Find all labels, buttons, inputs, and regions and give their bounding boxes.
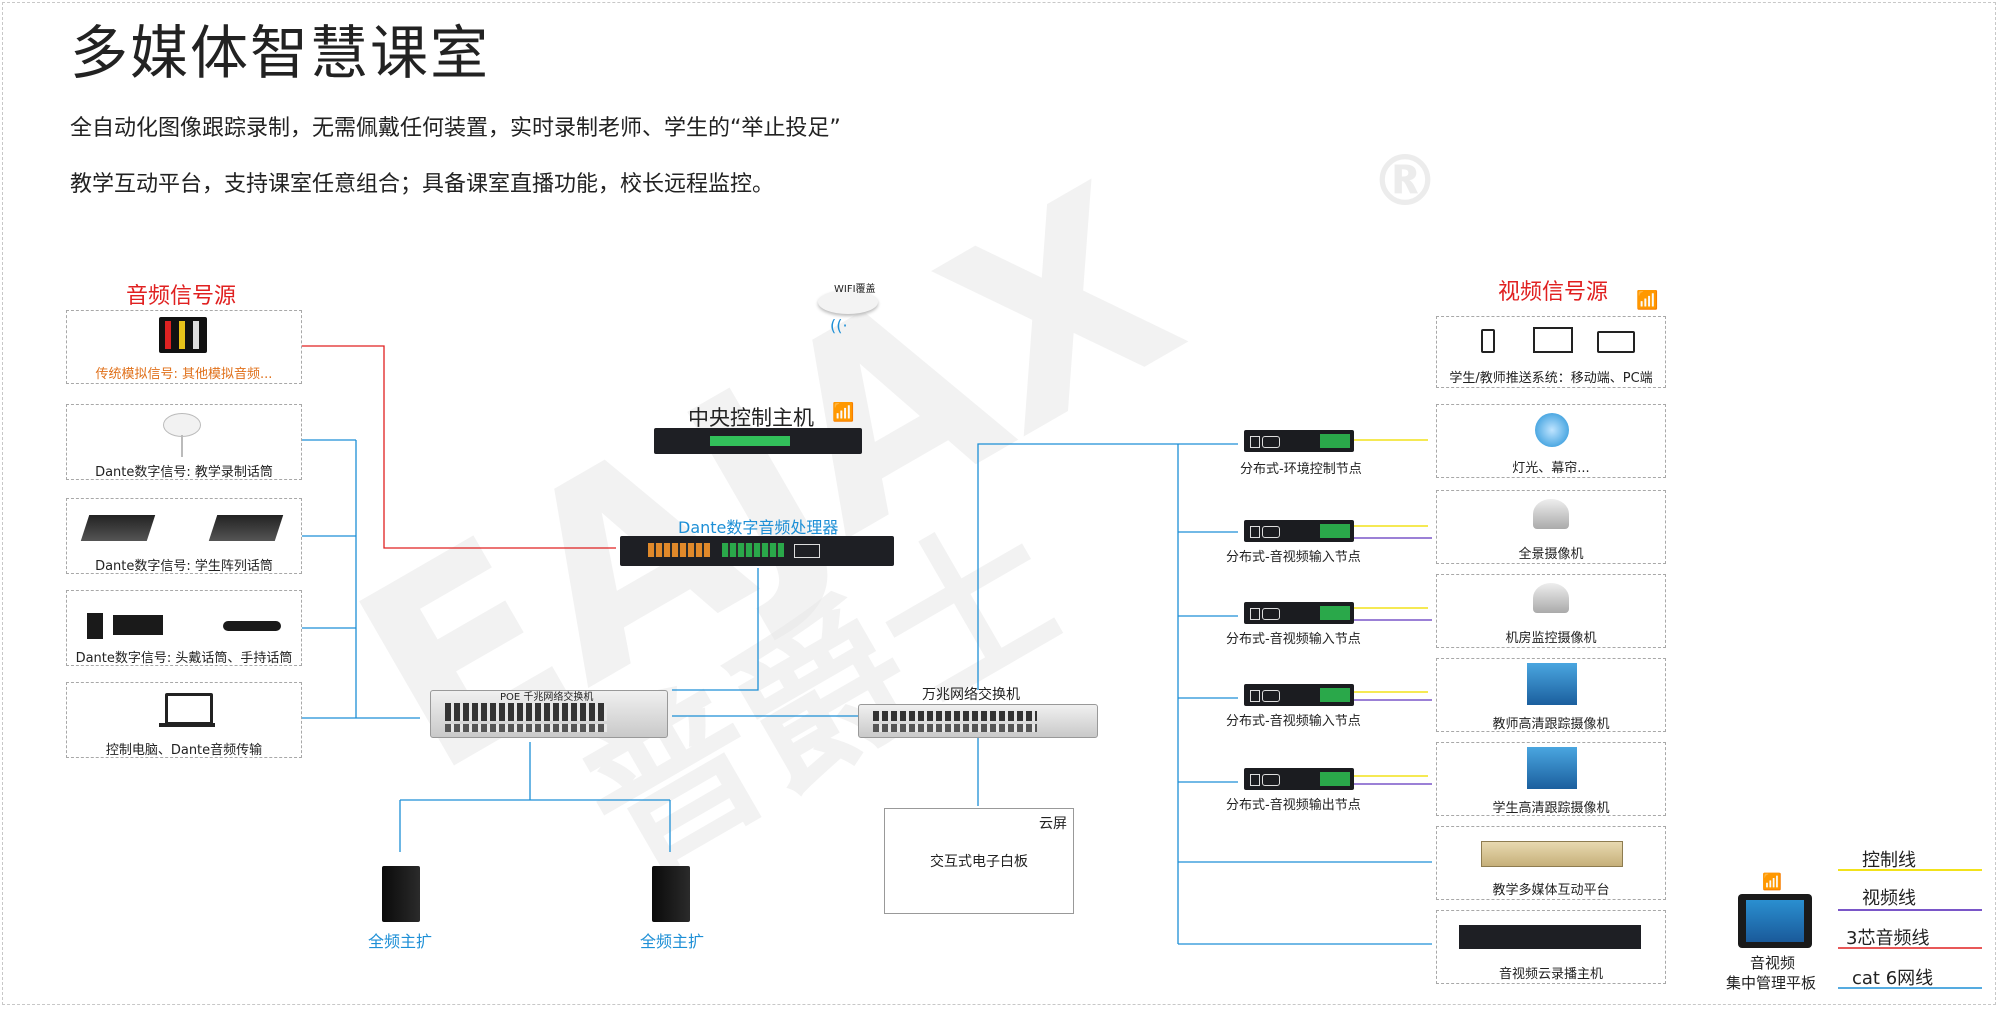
- device-cloud-recorder: 音视频云录播主机: [1436, 910, 1666, 984]
- audio-source-control-pc: 控制电脑、Dante音频传输: [66, 682, 302, 758]
- ceiling-mic-icon: [163, 413, 201, 437]
- wifi-access-point-icon: [818, 290, 878, 314]
- dsp-device: [620, 536, 894, 566]
- device-interactive-platform-label: 教学多媒体互动平台: [1492, 883, 1610, 898]
- node-av-input-3-label: 分布式-音视频输入节点: [1226, 714, 1361, 729]
- array-mic-icon: [208, 515, 284, 541]
- device-teacher-camera-label: 教师高清跟踪摄像机: [1492, 717, 1610, 732]
- ptz-camera-icon: [1533, 583, 1569, 613]
- push-system-box: 学生/教师推送系统：移动端、PC端: [1436, 316, 1666, 388]
- phone-icon: [1481, 329, 1495, 353]
- ten-g-switch-label: 万兆网络交换机: [922, 687, 1020, 703]
- audio-source-analog-label: 传统模拟信号: 其他模拟音频...: [95, 367, 273, 382]
- speaker-left-label: 全频主扩: [368, 932, 433, 951]
- device-student-camera-label: 学生高清跟踪摄像机: [1492, 801, 1610, 816]
- control-host-label: 中央控制主机: [688, 406, 814, 430]
- control-tablet-icon: [1738, 894, 1812, 948]
- lightbulb-icon: [1535, 413, 1569, 447]
- subtitle-2: 教学互动平台，支持课室任意组合；具备课室直播功能，校长远程监控。: [70, 172, 775, 197]
- wifi-icon: ((·: [830, 316, 848, 335]
- device-server-room-camera: 机房监控摄像机: [1436, 574, 1666, 648]
- rca-cable-icon: [159, 317, 207, 353]
- device-interactive-platform: 教学多媒体互动平台: [1436, 826, 1666, 900]
- ptz-camera-icon: [1533, 499, 1569, 529]
- poe-switch-label: POE 千兆网络交换机: [500, 692, 594, 703]
- audio-source-wireless-mic-label: Dante数字信号: 头戴话筒、手持话筒: [75, 651, 293, 666]
- laptop-icon: [165, 693, 213, 725]
- node-env-control-label: 分布式-环境控制节点: [1240, 462, 1362, 477]
- device-teacher-camera: 教师高清跟踪摄像机: [1436, 658, 1666, 732]
- mic-cable-icon: [181, 435, 183, 457]
- audio-source-array-mic-label: Dante数字信号: 学生阵列话筒: [95, 559, 273, 574]
- push-system-label: 学生/教师推送系统：移动端、PC端: [1449, 371, 1653, 386]
- cloud-screen-label: 云屏: [1039, 816, 1067, 832]
- receiver-icon: [113, 615, 163, 635]
- laptop-icon: [1533, 327, 1573, 353]
- device-panoramic-camera: 全景摄像机: [1436, 490, 1666, 564]
- node-av-output: [1244, 768, 1354, 790]
- tablet-label-line1: 音视频: [1750, 954, 1796, 972]
- tracking-camera-icon: [1527, 747, 1577, 789]
- bodypack-icon: [87, 613, 103, 639]
- speaker-right: [652, 866, 690, 922]
- laptop-base-icon: [159, 723, 215, 727]
- node-av-input-2-label: 分布式-音视频输入节点: [1226, 632, 1361, 647]
- device-server-room-camera-label: 机房监控摄像机: [1505, 631, 1597, 646]
- whiteboard-label: 交互式电子白板: [930, 854, 1028, 870]
- device-lights-label: 灯光、幕帘...: [1512, 461, 1590, 476]
- wifi-coverage-label: WIFI覆盖: [834, 284, 876, 295]
- audio-source-control-pc-label: 控制电脑、Dante音频传输: [105, 743, 263, 758]
- speaker-left: [382, 866, 420, 922]
- audio-source-array-mic: Dante数字信号: 学生阵列话筒: [66, 498, 302, 574]
- device-lights: 灯光、幕帘...: [1436, 404, 1666, 478]
- wifi-icon: 📶: [832, 402, 855, 423]
- audio-source-recording-mic-label: Dante数字信号: 教学录制话筒: [95, 465, 273, 480]
- tablet-label-line2: 集中管理平板: [1726, 974, 1817, 992]
- audio-section-title: 音频信号源: [126, 284, 237, 309]
- control-host-device: [654, 428, 862, 454]
- audio-source-wireless-mic: Dante数字信号: 头戴话筒、手持话筒: [66, 590, 302, 666]
- wifi-icon: 📶: [1636, 290, 1659, 311]
- node-av-input-2: [1244, 602, 1354, 624]
- device-student-camera: 学生高清跟踪摄像机: [1436, 742, 1666, 816]
- page-title: 多媒体智慧课室: [70, 19, 491, 87]
- poe-switch-device: [430, 690, 668, 738]
- whiteboard-box: 云屏 交互式电子白板: [884, 808, 1074, 914]
- tablet-icon: [1597, 331, 1635, 353]
- device-cloud-recorder-label: 音视频云录播主机: [1498, 967, 1603, 982]
- handheld-mic-icon: [223, 621, 281, 631]
- legend-network-line: cat 6网线: [1852, 968, 1934, 989]
- device-panoramic-camera-label: 全景摄像机: [1518, 547, 1584, 562]
- ten-g-switch-device: [858, 704, 1098, 738]
- platform-host-icon: [1481, 841, 1623, 867]
- node-av-input-1-label: 分布式-音视频输入节点: [1226, 550, 1361, 565]
- speaker-right-label: 全频主扩: [640, 932, 705, 951]
- recorder-host-icon: [1459, 925, 1641, 949]
- array-mic-icon: [80, 515, 156, 541]
- dsp-label: Dante数字音频处理器: [678, 518, 839, 537]
- node-env-control: [1244, 430, 1354, 452]
- audio-source-analog: 传统模拟信号: 其他模拟音频...: [66, 310, 302, 384]
- node-av-output-label: 分布式-音视频输出节点: [1226, 798, 1361, 813]
- legend-control-line: 控制线: [1862, 850, 1916, 871]
- legend-video-line: 视频线: [1862, 888, 1916, 909]
- node-av-input-3: [1244, 684, 1354, 706]
- legend-audio-line: 3芯音频线: [1846, 928, 1930, 949]
- watermark-r: ®: [1370, 140, 1440, 222]
- video-section-title: 视频信号源: [1498, 280, 1609, 305]
- node-av-input-1: [1244, 520, 1354, 542]
- audio-source-recording-mic: Dante数字信号: 教学录制话筒: [66, 404, 302, 480]
- wifi-icon: 📶: [1762, 872, 1782, 891]
- tracking-camera-icon: [1527, 663, 1577, 705]
- subtitle-1: 全自动化图像跟踪录制，无需佩戴任何装置，实时录制老师、学生的“举止投足”: [70, 116, 841, 141]
